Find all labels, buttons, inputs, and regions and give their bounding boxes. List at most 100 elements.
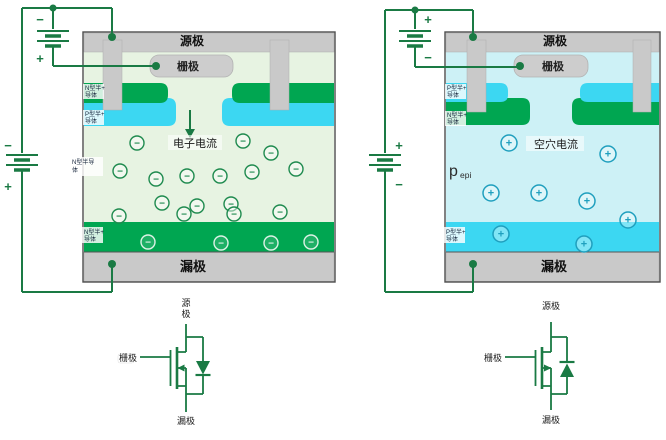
nmos-gate-label: 栅极 — [119, 352, 137, 363]
left-circuit: − + − + — [4, 4, 160, 293]
electron-icon: − — [148, 171, 164, 187]
svg-text:−: − — [228, 200, 234, 211]
svg-text:−: − — [117, 167, 123, 178]
right-p-substrate-annotation-2: 导体 — [446, 235, 458, 243]
right-source-label: 源极 — [543, 33, 568, 48]
electron-icon: − — [176, 206, 192, 222]
right-drain-contact-dot — [469, 260, 477, 268]
left-drain-label: 漏极 — [180, 259, 207, 274]
left-gate-battery-top-sign: − — [36, 12, 44, 27]
left-n-drift-annotation-2: 体 — [72, 166, 78, 174]
right-drain-battery-top-sign: + — [395, 138, 403, 153]
svg-text:+: + — [506, 138, 512, 150]
electron-layer-drift: −−−−−−−−−−−−−−−− — [111, 133, 304, 224]
svg-text:+: + — [488, 188, 494, 200]
hole-current-label-bg — [526, 136, 584, 151]
electron-icon: − — [154, 195, 170, 211]
left-gate-label: 栅极 — [177, 59, 200, 73]
left-gate-battery-icon — [37, 30, 69, 48]
left-p-body-right — [222, 98, 334, 126]
nmos-symbol: 源 极 栅极 漏极 — [117, 298, 211, 426]
electron-icon: − — [235, 133, 251, 149]
left-source-tab-right — [269, 39, 290, 111]
left-p-body-annotation-1: P型半+ — [85, 110, 105, 118]
svg-text:−: − — [153, 175, 159, 186]
left-source-label: 源极 — [180, 33, 205, 48]
electron-icon: − — [244, 164, 260, 180]
right-device-border — [444, 31, 661, 283]
left-drain-battery-top-sign: − — [4, 138, 12, 153]
svg-text:−: − — [277, 208, 283, 219]
left-source-tab-left — [102, 39, 123, 111]
svg-text:−: − — [159, 199, 165, 210]
left-drain-bar — [83, 251, 335, 282]
hole-layer: ++++++++ — [482, 134, 637, 253]
svg-text:+: + — [625, 215, 631, 227]
electron-icon: − — [303, 234, 319, 250]
hole-icon: + — [578, 192, 596, 210]
svg-text:−: − — [184, 172, 190, 183]
nmos-body-arrow-icon — [177, 364, 185, 372]
left-gate-battery-bottom-sign: + — [36, 51, 44, 66]
left-drain-battery-icon — [6, 154, 38, 172]
right-gate-battery-icon — [399, 30, 431, 48]
right-gate-label: 栅极 — [542, 59, 565, 73]
left-n-source-annotation-2: 导体 — [85, 91, 97, 99]
right-source-bar — [445, 32, 660, 53]
electron-current-label-bg — [168, 135, 222, 150]
electron-icon: − — [112, 163, 128, 179]
right-p-source-annotation-1: P型半+ — [447, 84, 467, 92]
p-epi-label-sub: epi — [460, 170, 471, 180]
left-gate-contact-dot — [152, 62, 160, 70]
svg-text:−: − — [194, 202, 200, 213]
right-region-annotations: P型半+ 导体 N型半+ 导体 P型半+ 导体 — [444, 84, 467, 243]
pmos-body-arrow-icon — [544, 364, 552, 372]
svg-text:−: − — [145, 238, 151, 249]
svg-text:−: − — [116, 212, 122, 223]
pmos-gate-label: 栅极 — [484, 352, 502, 363]
svg-text:−: − — [293, 165, 299, 176]
nmos-source-label-char2: 极 — [181, 308, 190, 319]
svg-text:−: − — [181, 210, 187, 221]
left-source-contact-dot — [108, 33, 116, 41]
electron-icon: − — [288, 161, 304, 177]
p-epi-label-main: p — [449, 163, 458, 180]
electron-icon: − — [263, 235, 279, 251]
electron-icon: − — [111, 208, 127, 224]
right-drain-battery-bottom-sign: − — [395, 177, 403, 192]
right-circuit: + − + − — [369, 6, 524, 293]
pmos-drain-label: 漏极 — [542, 414, 560, 425]
svg-text:−: − — [231, 210, 237, 221]
hole-current-label: 空穴电流 — [534, 137, 578, 151]
electron-current-label: 电子电流 — [173, 136, 217, 150]
left-n-source-annotation-1: N型半+ — [85, 84, 105, 92]
hole-icon: + — [599, 145, 617, 163]
svg-text:+: + — [605, 149, 611, 161]
svg-text:−: − — [268, 149, 274, 160]
right-device-cross-section: 空穴电流 p epi 源极 栅极 漏极 ++++++++ P型半+ 导体 N型半… — [444, 31, 661, 283]
right-n-body-annotation-2: 导体 — [447, 118, 459, 126]
right-source-tab-right — [632, 39, 652, 113]
svg-text:−: − — [249, 168, 255, 179]
left-region-annotations: N型半+ 导体 P型半+ 导体 N型半导 体 N型半+ 导体 — [70, 84, 105, 243]
left-top-junction-dot — [49, 4, 57, 12]
hole-icon: + — [619, 211, 637, 229]
nmos-drain-label: 漏极 — [177, 415, 195, 426]
electron-icon: − — [179, 168, 195, 184]
left-n-substrate-band — [84, 222, 334, 252]
left-drain-contact-dot — [108, 260, 116, 268]
right-top-junction-dot — [411, 6, 419, 14]
right-n-body-annotation-1: N型半+ — [447, 111, 467, 119]
left-device-cross-section: 电子电流 源极 栅极 漏极 −−−−−−−−−−−−−−−− −−−− N型半+… — [70, 31, 336, 283]
hole-icon: + — [530, 184, 548, 202]
pmos-symbol: 源极 栅极 漏极 — [484, 300, 575, 425]
svg-text:+: + — [584, 196, 590, 208]
svg-text:+: + — [498, 229, 504, 241]
electron-icon: − — [272, 204, 288, 220]
right-source-contact-dot — [469, 33, 477, 41]
pmos-body-diode-icon — [559, 360, 575, 377]
nmos-gate-label-box — [117, 353, 135, 364]
electron-icon: − — [263, 145, 279, 161]
svg-text:−: − — [218, 239, 224, 250]
